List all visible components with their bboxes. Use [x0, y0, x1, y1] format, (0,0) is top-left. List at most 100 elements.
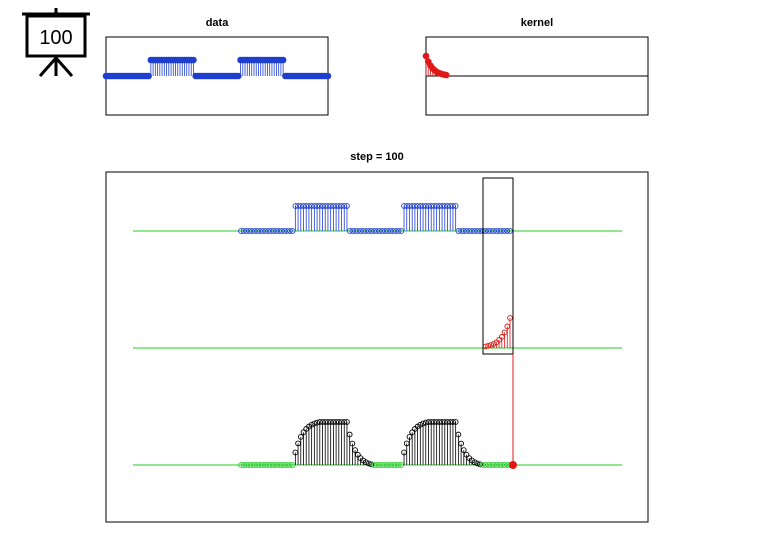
anim-data-point [501, 228, 508, 234]
anim-data-point [382, 228, 388, 234]
anim-data-point [238, 228, 244, 234]
anim-data-point [496, 228, 502, 234]
anim-data-point [485, 228, 492, 234]
anim-data-point [384, 228, 391, 234]
anim-data-point [471, 228, 478, 234]
anim-data-point [390, 228, 397, 234]
anim-data-point [287, 228, 293, 234]
output-point [390, 462, 397, 468]
anim-data-point [469, 228, 475, 234]
output-point [488, 462, 494, 468]
anim-data-point [393, 228, 399, 234]
output-point [287, 462, 293, 468]
output-point [251, 462, 258, 468]
anim-data-point [257, 228, 263, 234]
anim-data-point [365, 228, 372, 234]
anim-kernel-point [501, 329, 508, 336]
anim-data-point [463, 228, 470, 234]
output-point [479, 462, 486, 468]
anim-data-point [374, 228, 380, 234]
output-point [246, 462, 253, 468]
anim-data-point [455, 228, 462, 234]
anim-data-point [490, 228, 497, 234]
data-stem-series [102, 56, 332, 80]
output-point [374, 462, 380, 468]
anim-kernel-point [488, 342, 494, 348]
data-point [235, 72, 242, 80]
animation-kernel-stems [482, 315, 513, 350]
anim-data-point [273, 228, 280, 234]
anim-data-point [346, 228, 353, 234]
output-point [349, 440, 356, 447]
output-point [270, 462, 277, 468]
step-badge-label: 100 [39, 27, 72, 49]
output-point [458, 440, 464, 447]
output-point [501, 462, 508, 468]
output-point [471, 459, 478, 466]
convolution-animation-chart: step = 100 [105, 151, 649, 523]
output-point [493, 462, 500, 468]
anim-data-point [265, 228, 272, 234]
anim-kernel-point [493, 339, 500, 346]
output-point [393, 462, 399, 468]
step-badge: 100 [22, 8, 90, 77]
output-point [346, 431, 353, 438]
output-point [352, 447, 358, 453]
output-point [273, 462, 280, 468]
anim-data-point [349, 228, 356, 234]
anim-data-point [254, 228, 261, 234]
output-point [382, 462, 388, 468]
anim-data-point [360, 228, 367, 234]
anim-data-point [284, 228, 291, 234]
data-point [324, 72, 332, 80]
output-point [249, 462, 255, 468]
anim-data-point [243, 228, 250, 234]
data-chart: data [102, 17, 332, 116]
anim-data-point [368, 228, 375, 234]
output-point [395, 462, 402, 468]
output-point [455, 431, 462, 438]
output-point [262, 462, 269, 468]
current-output-point [509, 461, 517, 469]
output-point [276, 462, 282, 468]
output-point [485, 462, 492, 468]
animation-frame [105, 171, 649, 523]
output-point [259, 462, 266, 468]
anim-kernel-point [485, 343, 492, 349]
anim-data-point [259, 228, 266, 234]
anim-data-point [498, 228, 505, 234]
kernel-stem-series [422, 52, 450, 79]
kernel-point [422, 52, 430, 60]
output-point [284, 462, 291, 468]
anim-data-point [270, 228, 277, 234]
anim-data-point [507, 228, 513, 234]
anim-kernel-point [504, 323, 511, 330]
output-point [278, 462, 285, 468]
output-point [344, 419, 350, 425]
anim-data-point [344, 203, 350, 209]
anim-kernel-point [507, 315, 513, 321]
anim-data-point [387, 228, 394, 234]
anim-data-point [246, 228, 253, 234]
data-chart-title: data [206, 17, 230, 29]
anim-data-point [352, 228, 358, 234]
output-point [240, 462, 247, 468]
anim-data-point [268, 228, 274, 234]
anim-data-point [251, 228, 258, 234]
kernel-point [442, 71, 450, 79]
output-point [460, 447, 467, 453]
output-point [265, 462, 272, 468]
data-point [190, 56, 197, 64]
output-point [498, 462, 505, 468]
output-point [257, 462, 263, 468]
anim-data-point [371, 228, 377, 234]
output-point [281, 462, 288, 468]
output-point [490, 462, 497, 468]
output-point [238, 462, 244, 468]
anim-data-point [278, 228, 285, 234]
output-point [477, 461, 483, 468]
anim-data-point [357, 228, 364, 234]
anim-data-point [262, 228, 269, 234]
anim-data-point [276, 228, 282, 234]
sliding-window-box [482, 177, 514, 355]
